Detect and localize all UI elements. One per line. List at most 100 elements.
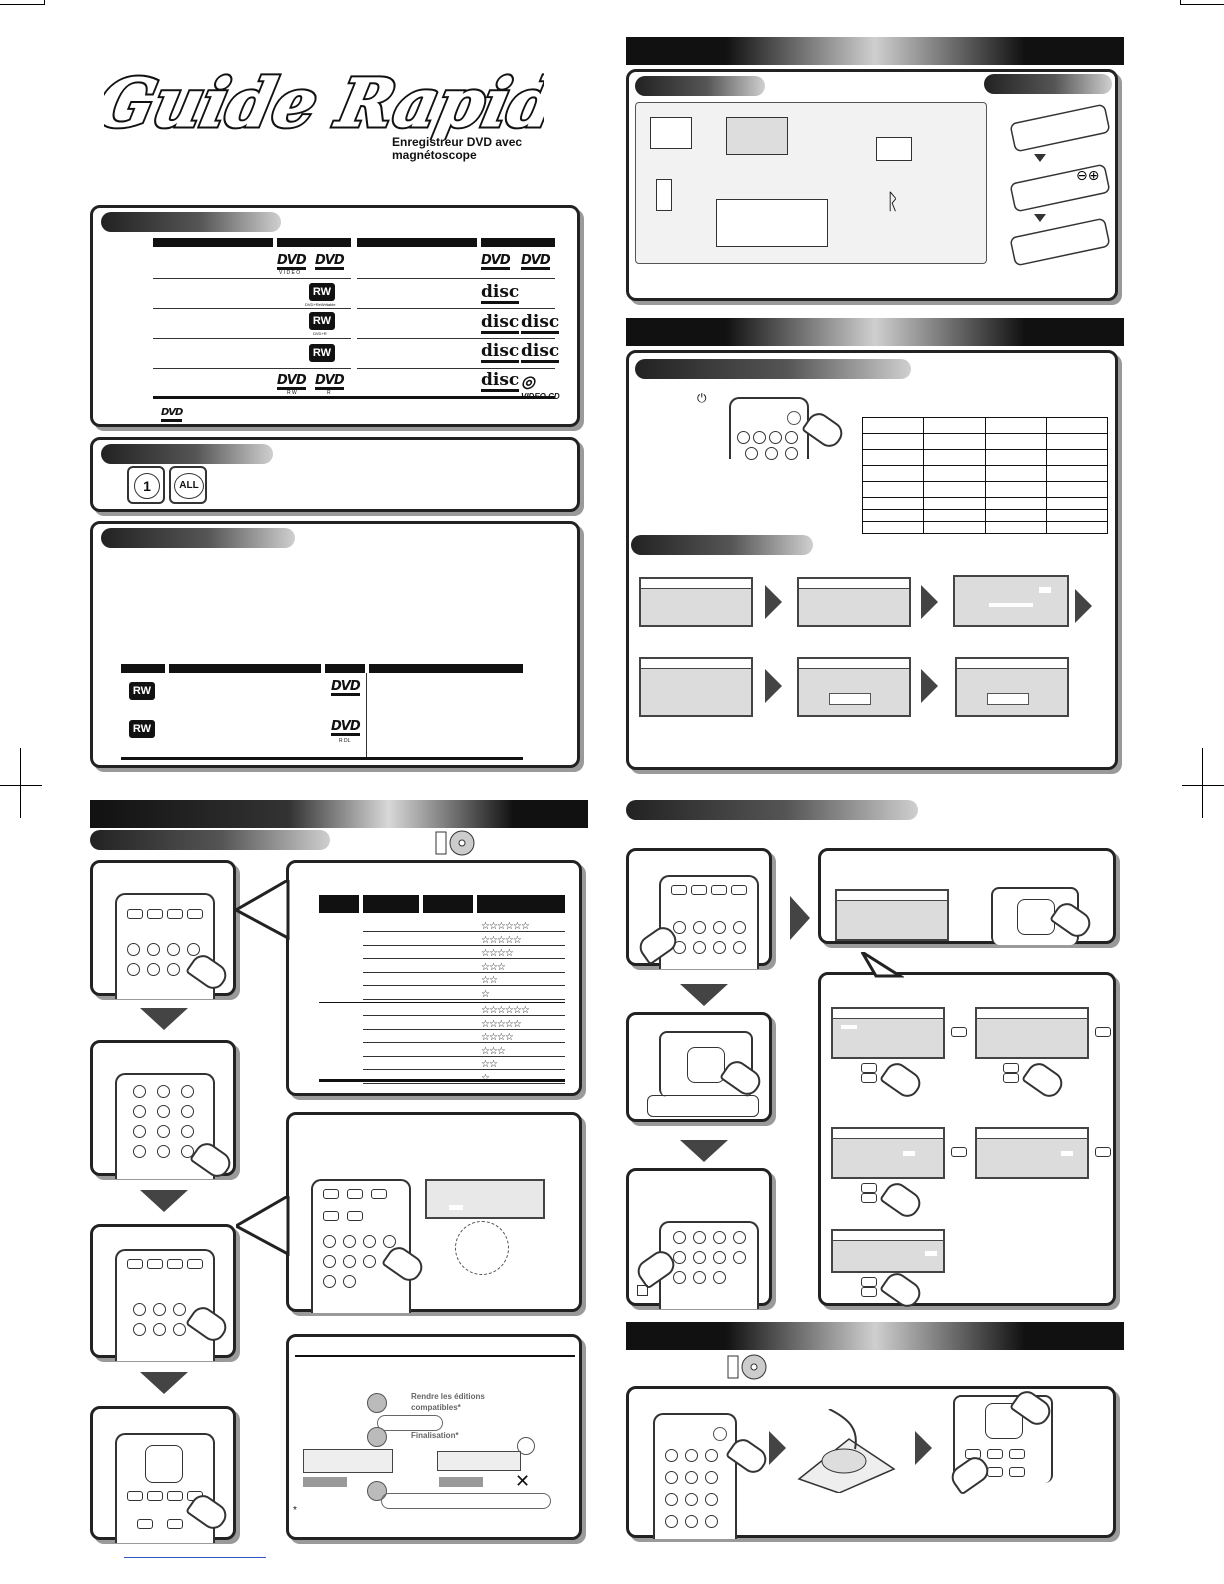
section-pill [101, 444, 273, 464]
section-pill [101, 528, 295, 548]
remote-control [729, 397, 809, 460]
menu-screen [797, 577, 911, 627]
subtitle-line1: Enregistreur DVD avec [392, 135, 523, 149]
quality-stars-icon: ☆☆☆ [481, 1045, 506, 1057]
table-row [363, 1028, 565, 1030]
compact-disc-logo: disc [481, 282, 520, 304]
rdl-label: R DL [339, 738, 351, 744]
timer-screen [975, 1127, 1089, 1179]
dvd-logo: DVD [481, 253, 511, 270]
quality-stars-icon: ☆ [481, 1072, 490, 1084]
dvd-video-logo: DVD [277, 253, 307, 270]
timer-screen-panel [818, 848, 1116, 945]
region-code-all: ALL [174, 473, 204, 499]
timer-step-3 [626, 1168, 772, 1309]
table-row [363, 1042, 565, 1043]
disc-tray-illustration [789, 1408, 899, 1494]
crop-mark [1202, 748, 1203, 818]
timer-screen [975, 1007, 1089, 1059]
guide-rapide-logo: Guide Rapide Guide Rapide [88, 40, 609, 144]
video-label: V I D E O [279, 270, 301, 276]
dvd-small-logo: DVD [161, 406, 183, 422]
menu-screen [639, 577, 753, 627]
down-arrow [140, 1008, 188, 1030]
right-arrow [921, 585, 938, 619]
dvd-rw-logo: DVD [331, 679, 361, 696]
check-circle-icon [517, 1437, 535, 1455]
antenna-icon: ᚱ [886, 189, 900, 214]
table-row [363, 958, 565, 959]
quality-stars-icon: ☆☆ [481, 1059, 498, 1070]
step-1-box [90, 860, 236, 999]
menu-screen [639, 657, 753, 717]
region-code-1: 1 [134, 473, 160, 499]
section-pill [631, 535, 813, 555]
setup-panel: ⏻ [626, 350, 1118, 770]
step-disc-1 [367, 1393, 387, 1413]
crop-mark [1182, 785, 1224, 786]
rw-logo: RW [129, 720, 155, 738]
table-row [363, 944, 565, 946]
remote-control [115, 893, 215, 999]
right-arrow [769, 1431, 786, 1465]
table-row [363, 998, 565, 1000]
playback-panel [626, 1386, 1116, 1539]
section-pill [90, 830, 330, 850]
compact-disc-logo: disc [521, 312, 560, 334]
section-pill [626, 800, 918, 820]
right-arrow [765, 585, 782, 619]
dvd-r-logo: DVD [331, 719, 361, 736]
down-arrow [680, 1140, 728, 1162]
section-bar [90, 800, 588, 828]
table-row [363, 1082, 565, 1084]
callout-pointer [860, 950, 906, 978]
section-bar [626, 37, 1124, 65]
remote-control [653, 1413, 737, 1539]
section-bar [626, 1322, 1124, 1350]
down-arrow [140, 1372, 188, 1394]
svg-text:Guide Rapide: Guide Rapide [104, 64, 544, 140]
table-row [363, 1069, 565, 1070]
quality-stars-icon: ☆☆☆☆☆ [481, 934, 522, 946]
crop-mark [1180, 4, 1224, 5]
compact-disc-logo: disc [521, 341, 560, 363]
table-row [363, 1015, 565, 1016]
disc-recording-panel: RW RW DVD DVD R DL [90, 521, 580, 768]
right-arrow [915, 1431, 932, 1465]
cross-icon: ✕ [515, 1471, 531, 1491]
timer-screen [831, 1229, 945, 1273]
rw-logo: RW [309, 283, 335, 301]
section-pill [635, 359, 911, 379]
dvd-disc-icon [434, 830, 478, 856]
menu-screen [953, 575, 1069, 627]
table-row [363, 971, 565, 973]
dvd-disc-icon [726, 1354, 770, 1380]
svg-text:⊖⊕: ⊖⊕ [1076, 168, 1099, 184]
dvd-player [437, 1451, 521, 1471]
down-arrow [140, 1190, 188, 1212]
timer-screen [835, 889, 949, 941]
callout-pointer [232, 1193, 290, 1257]
compact-disc-logo: disc [481, 341, 520, 363]
rw-logo: RW [309, 344, 335, 362]
remote-control [115, 1249, 215, 1361]
hand-icon [878, 1058, 926, 1102]
setup-table [861, 417, 1109, 534]
dvd-recorder [303, 1449, 393, 1473]
menu-screen [797, 657, 911, 717]
compact-disc-logo: disc [481, 312, 520, 334]
region-1-icon: 1 [127, 466, 165, 504]
section-bar [626, 318, 1124, 346]
timer-step-1 [626, 848, 772, 969]
right-arrow [921, 669, 938, 703]
hand-icon [878, 1178, 926, 1222]
section-pill [635, 76, 765, 96]
down-arrow [680, 984, 728, 1006]
tv-screen [425, 1179, 545, 1219]
dvd-r-logo: DVD [315, 373, 345, 390]
timer-icon [637, 1285, 648, 1296]
table-row [363, 985, 565, 986]
svg-text:Guide Rapide: Guide Rapide [104, 64, 544, 140]
quality-stars-icon: ☆☆☆☆ [481, 948, 514, 959]
